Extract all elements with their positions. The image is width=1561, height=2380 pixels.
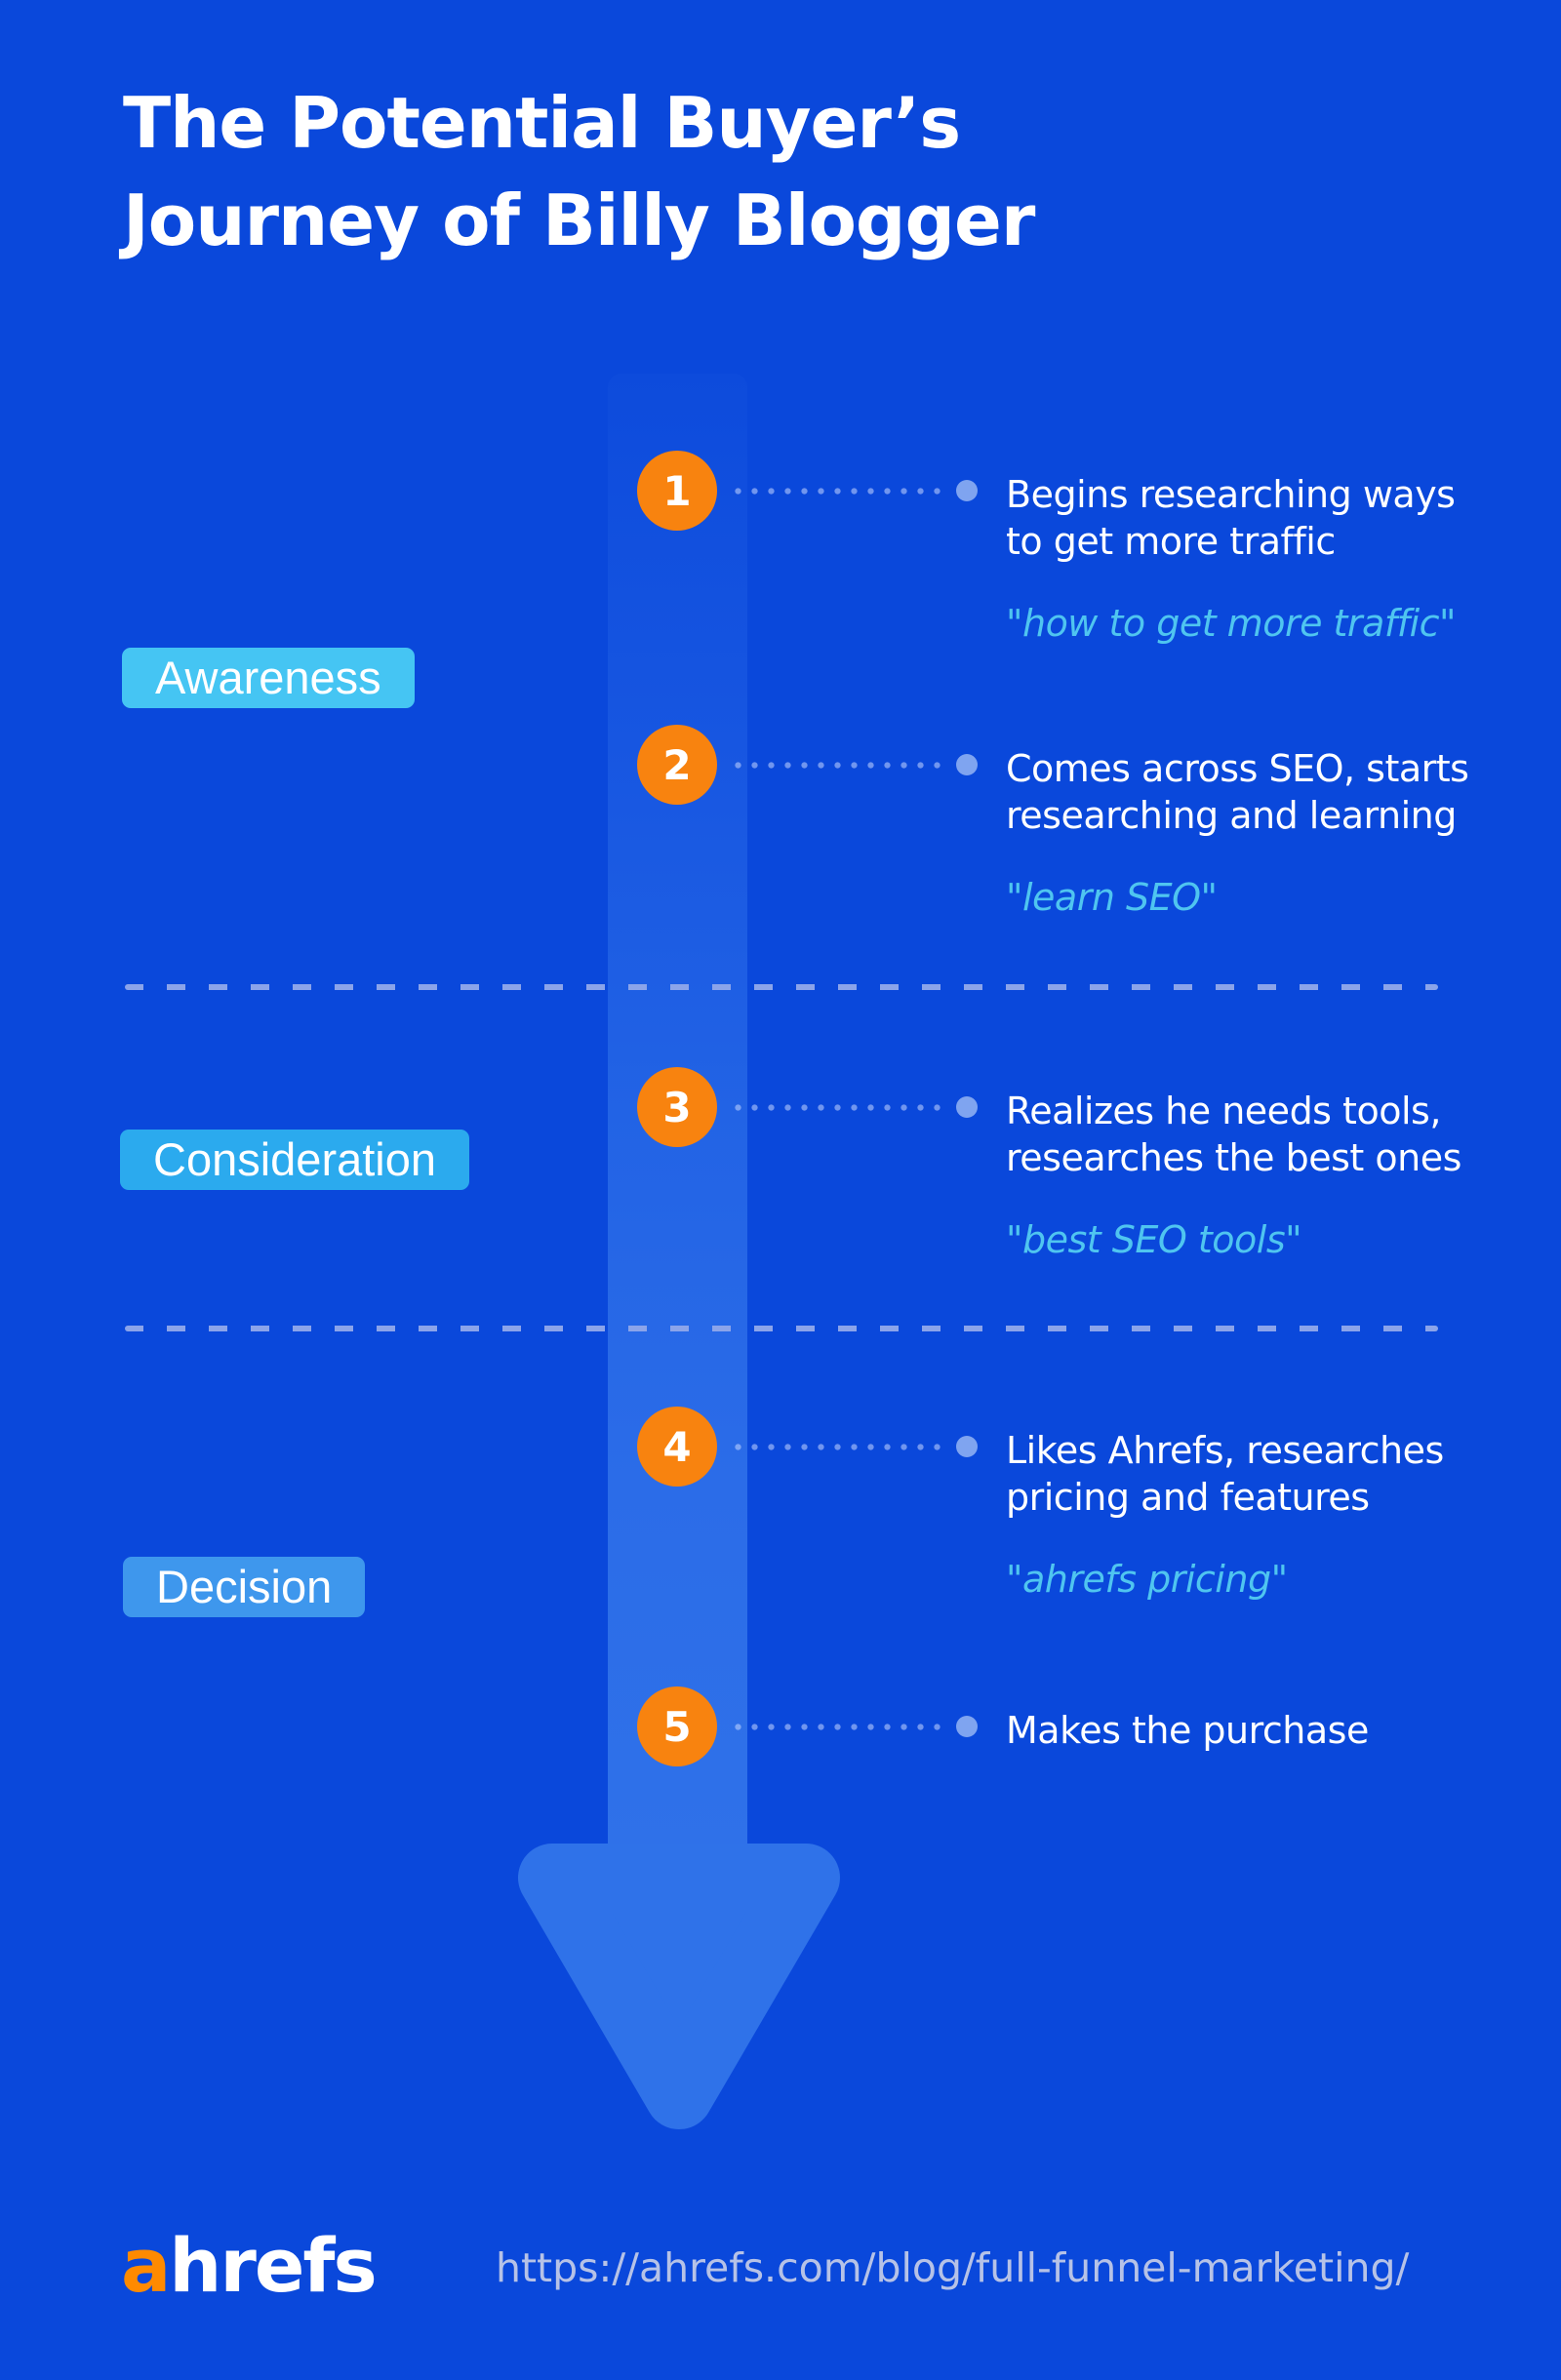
source-url: https://ahrefs.com/blog/full-funnel-mark… (496, 2244, 1410, 2291)
step-number-badge: 3 (637, 1067, 717, 1147)
step-description-line-2: pricing and features (1006, 1476, 1370, 1519)
stage-label-consideration: Consideration (120, 1130, 470, 1190)
search-query: "learn SEO" (1006, 876, 1218, 919)
dotted-leader-line (730, 488, 950, 495)
title-line-2: Journey of Billy Blogger (123, 179, 1035, 261)
dotted-leader-line (730, 762, 950, 769)
dotted-leader-line (730, 1444, 950, 1450)
leader-end-dot (956, 480, 978, 501)
step-description-line-1: Realizes he needs tools, (1006, 1090, 1441, 1132)
leader-end-dot (956, 1436, 978, 1457)
title-line-1: The Potential Buyer’s (123, 82, 961, 164)
step-description-line-2: to get more traffic (1006, 520, 1336, 563)
step-description-line-1: Likes Ahrefs, researches (1006, 1429, 1444, 1472)
step-description-line-1: Begins researching ways (1006, 473, 1456, 516)
leader-end-dot (956, 1716, 978, 1737)
dotted-leader-line (730, 1724, 950, 1730)
leader-end-dot (956, 1096, 978, 1118)
step-number-badge: 4 (637, 1407, 717, 1487)
step-description-line-2: researching and learning (1006, 794, 1457, 837)
step-description: Realizes he needs tools,researches the b… (1006, 1088, 1461, 1181)
ahrefs-logo-rest: hrefs (169, 2222, 377, 2309)
step-description-line-1: Comes across SEO, starts (1006, 747, 1469, 790)
funnel-arrow-head-icon (518, 1844, 840, 2129)
step-description-line-2: researches the best ones (1006, 1136, 1461, 1179)
dotted-leader-line (730, 1104, 950, 1111)
search-query: "how to get more traffic" (1006, 602, 1457, 645)
ahrefs-logo-a: a (121, 2222, 171, 2309)
stage-label-decision: Decision (123, 1557, 366, 1617)
leader-end-dot (956, 754, 978, 775)
search-query: "best SEO tools" (1006, 1218, 1302, 1261)
step-description-line-1: Makes the purchase (1006, 1709, 1369, 1752)
ahrefs-logo: ahrefs (121, 2222, 378, 2309)
step-number-badge: 1 (637, 451, 717, 531)
stage-label-awareness: Awareness (122, 648, 415, 708)
step-number-badge: 2 (637, 725, 717, 805)
step-description: Makes the purchase (1006, 1707, 1369, 1754)
step-number-badge: 5 (637, 1686, 717, 1766)
divider-consideration-decision (125, 1326, 1438, 1331)
search-query: "ahrefs pricing" (1006, 1558, 1288, 1601)
divider-awareness-consideration (125, 984, 1438, 990)
